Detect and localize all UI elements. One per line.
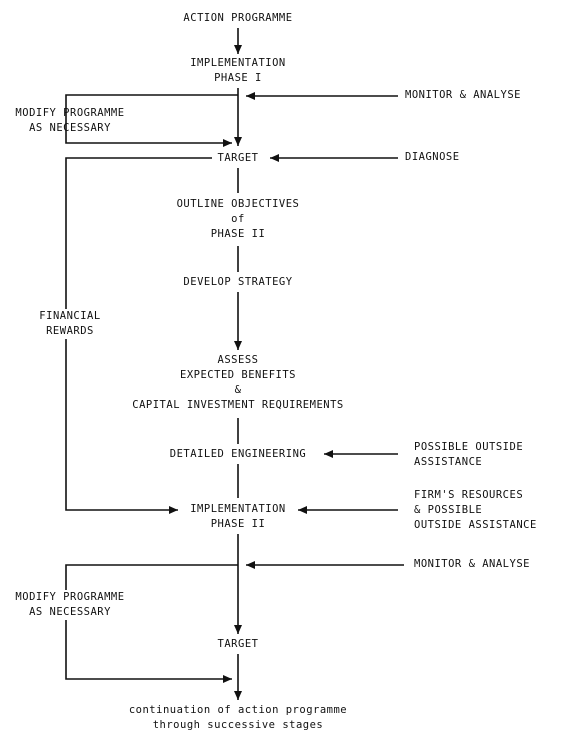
node-assess-benefits: ASSESS EXPECTED BENEFITS & CAPITAL INVES… <box>132 354 344 411</box>
feedback-modify-programme-2: MODIFY PROGRAMME AS NECESSARY <box>0 590 140 620</box>
input-monitor-analyse-2: MONITOR & ANALYSE <box>414 558 530 570</box>
feedback-modify-programme-1: MODIFY PROGRAMME AS NECESSARY <box>15 107 125 134</box>
input-diagnose: DIAGNOSE <box>405 151 460 163</box>
node-implementation-phase-1: IMPLEMENTATION PHASE I <box>190 57 286 84</box>
loop-modify-programme-2 <box>65 564 238 683</box>
node-continuation: continuation of action programme through… <box>128 704 348 731</box>
node-target-2: TARGET <box>217 638 259 650</box>
node-target-1: TARGET <box>217 152 259 164</box>
node-detailed-engineering: DETAILED ENGINEERING <box>169 448 307 460</box>
node-implementation-phase-2: IMPLEMENTATION PHASE II <box>190 503 286 530</box>
loop-modify-programme-1 <box>65 94 238 147</box>
node-outline-objectives: OUTLINE OBJECTIVES of PHASE II <box>176 198 300 240</box>
input-firms-resources: FIRM'S RESOURCES & POSSIBLE OUTSIDE ASSI… <box>414 489 537 531</box>
feedback-financial-rewards: FINANCIAL REWARDS <box>20 309 120 339</box>
input-possible-outside-assistance: POSSIBLE OUTSIDE ASSISTANCE <box>414 441 524 468</box>
node-action-programme: ACTION PROGRAMME <box>183 12 293 24</box>
input-monitor-analyse-1: MONITOR & ANALYSE <box>405 89 521 101</box>
node-develop-strategy: DEVELOP STRATEGY <box>183 276 293 288</box>
